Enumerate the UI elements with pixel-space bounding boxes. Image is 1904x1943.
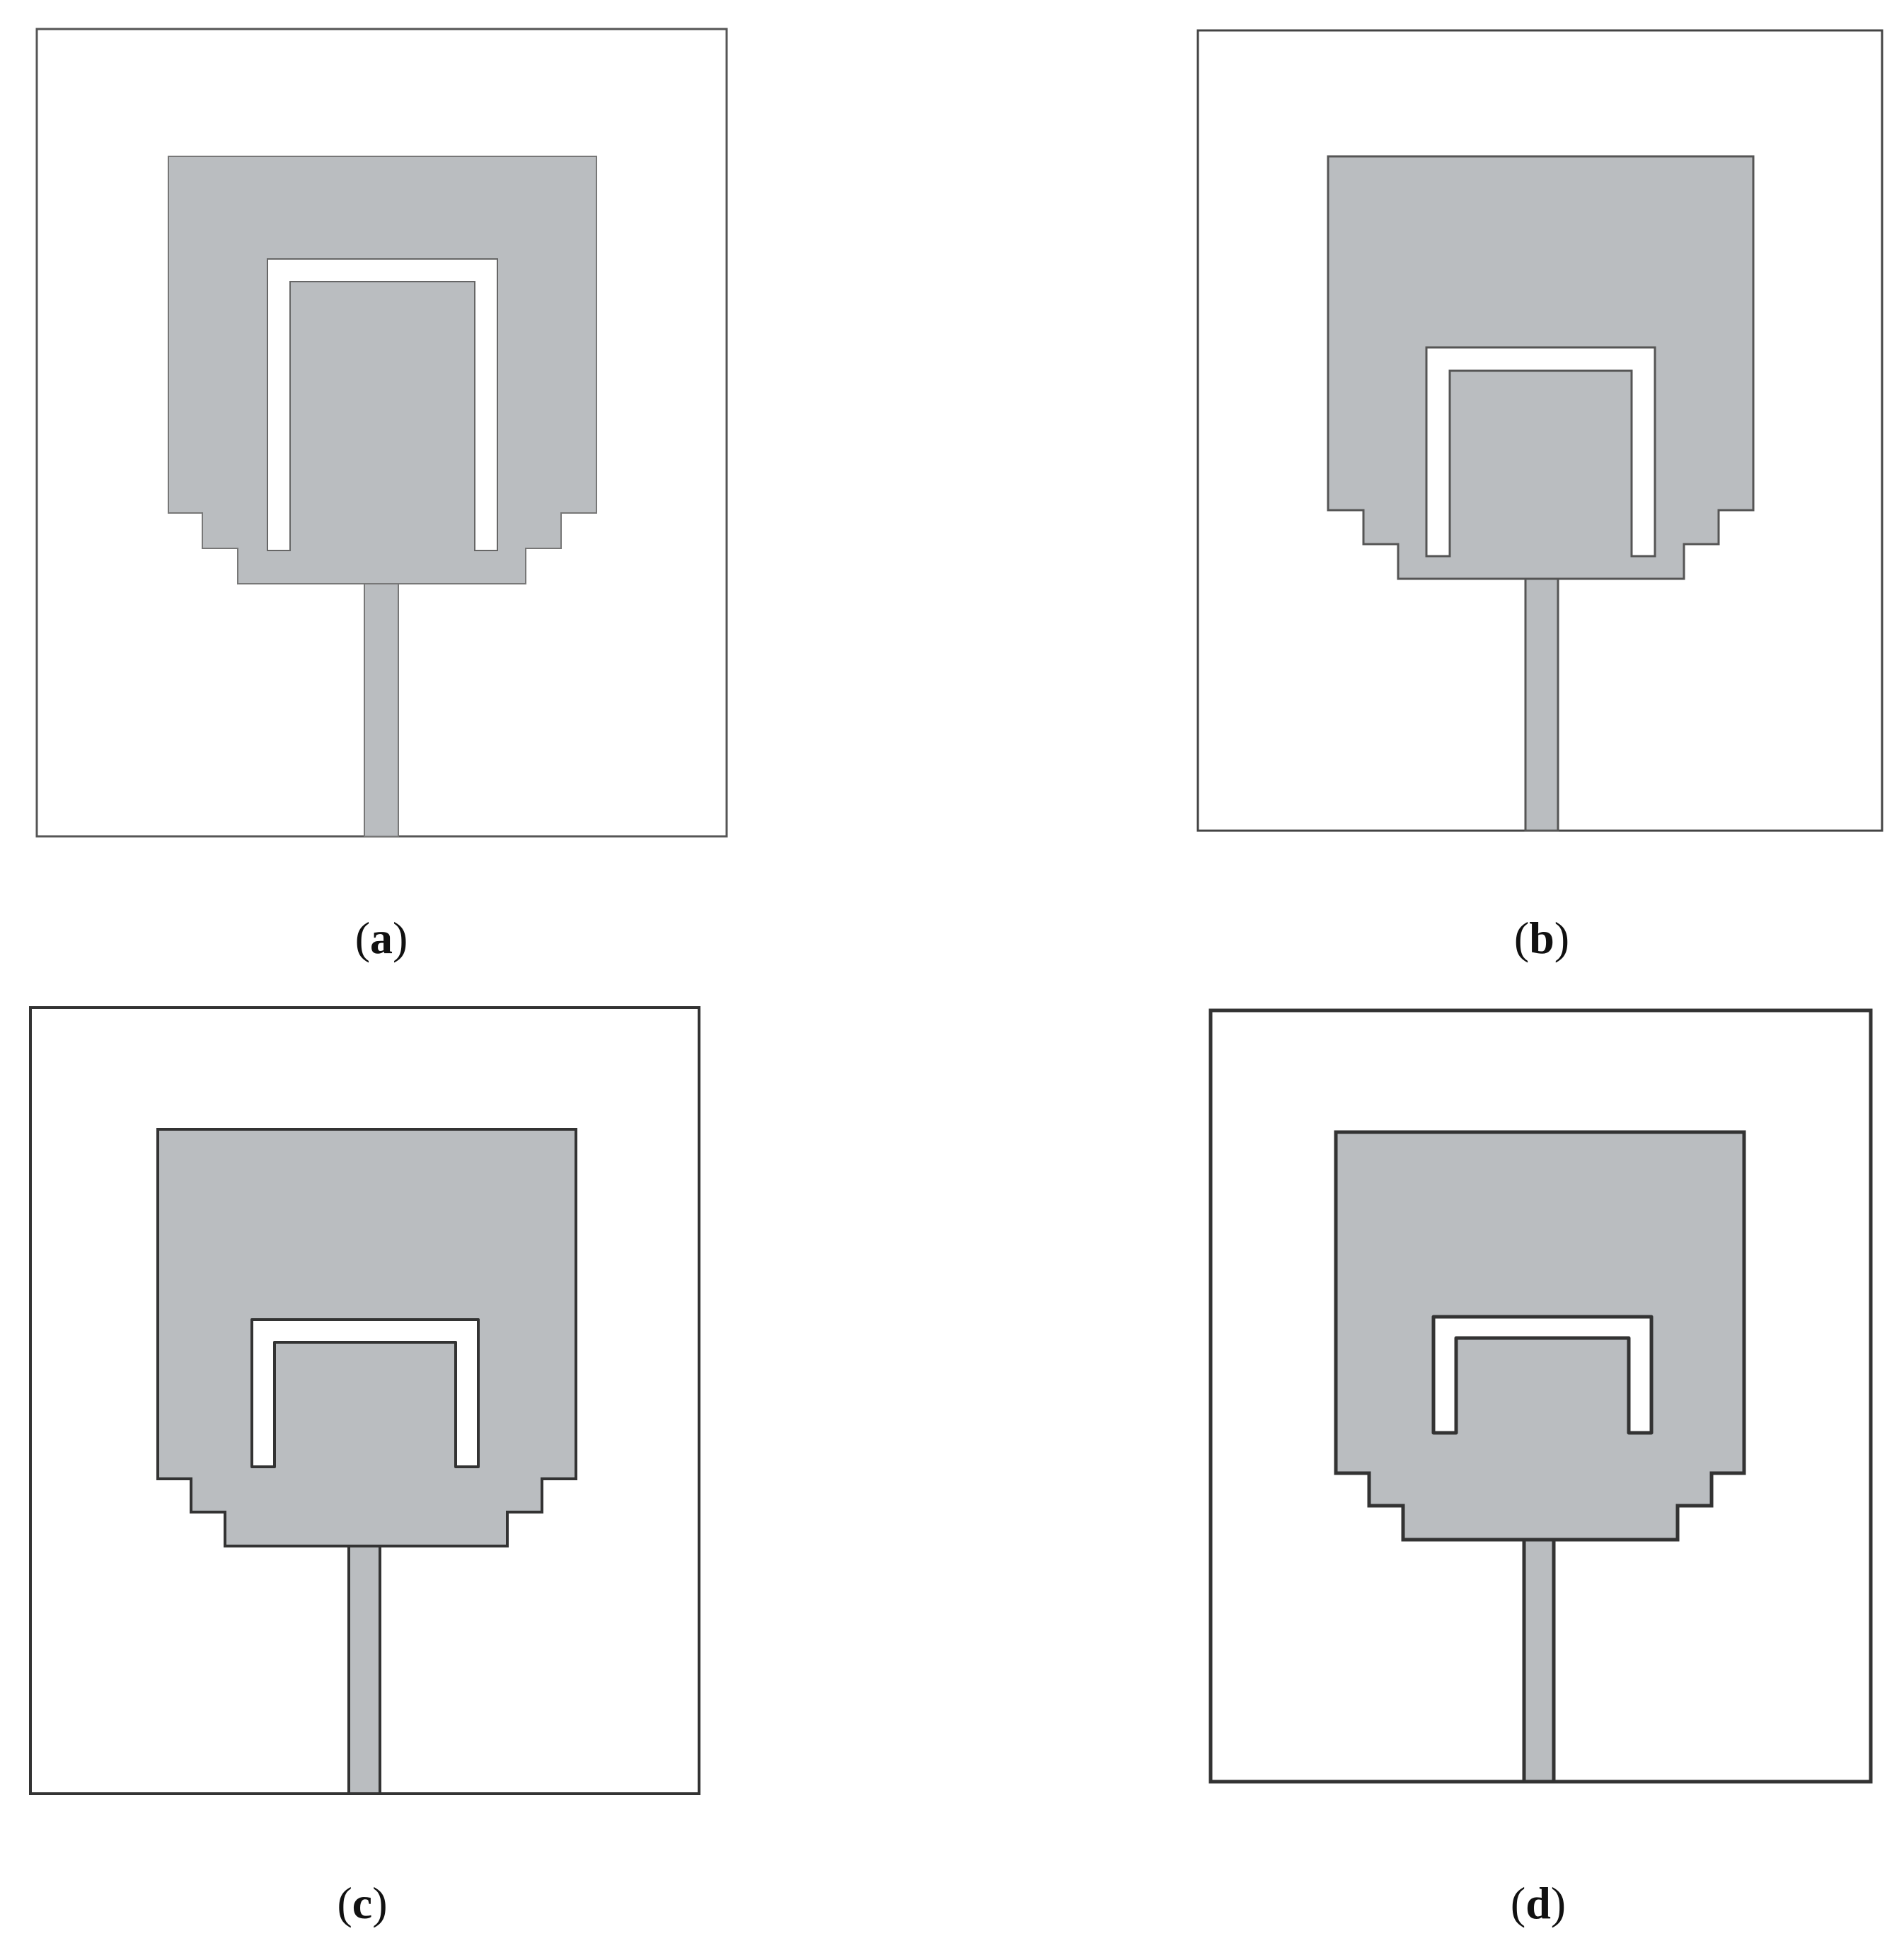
u-slot-c	[250, 1318, 480, 1468]
radiating-patch-a	[168, 156, 597, 584]
u-slot-b	[1425, 346, 1656, 558]
feed-line-b	[1524, 577, 1559, 832]
caption-a: (a)	[355, 913, 408, 963]
caption-d: (d)	[1511, 1878, 1566, 1928]
panel-c: (c)	[29, 1006, 700, 1928]
caption-b: (b)	[1514, 913, 1569, 963]
panel-b: (b)	[1196, 29, 1883, 963]
u-slot-a	[267, 258, 498, 551]
u-slot-d	[1431, 1315, 1654, 1435]
panel-a: (a)	[35, 28, 728, 963]
caption-c: (c)	[337, 1878, 387, 1928]
feed-line-a	[364, 583, 399, 837]
panel-d: (d)	[1208, 1008, 1873, 1928]
feed-line-d	[1522, 1538, 1556, 1784]
feed-line-c	[347, 1545, 381, 1795]
